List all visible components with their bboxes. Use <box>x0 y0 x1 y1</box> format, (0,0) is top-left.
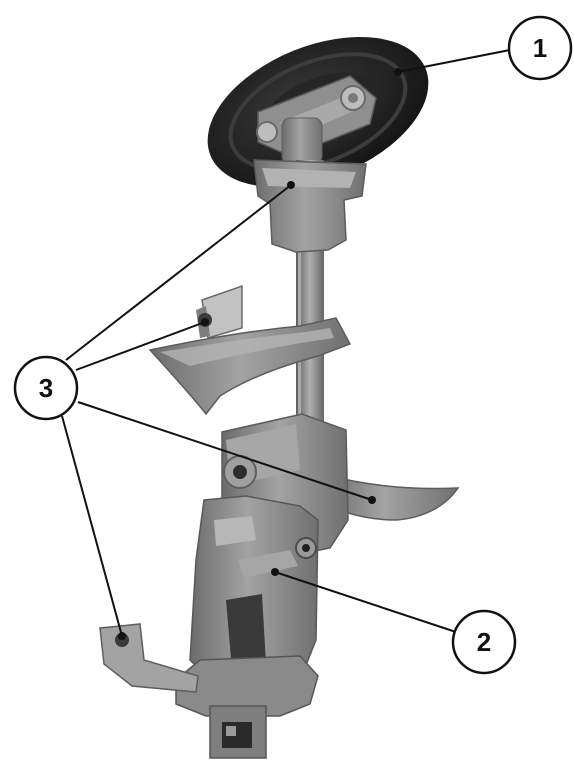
leader-line-3a <box>65 184 292 361</box>
leader-line-3b <box>75 321 206 371</box>
leader-line-2 <box>274 571 463 635</box>
wheel-hub-bracket <box>256 75 377 165</box>
callout-3: 3 <box>13 355 79 421</box>
top-wing-bracket <box>253 159 367 253</box>
leader-dots <box>118 68 402 640</box>
callout-3-label: 3 <box>39 373 53 403</box>
leader-line-1 <box>397 49 511 73</box>
small-tab-upper <box>196 284 243 339</box>
callout-2-label: 2 <box>477 627 491 657</box>
bottom-base <box>175 655 319 759</box>
callout-1-label: 1 <box>533 33 547 63</box>
leader-lines <box>61 49 511 637</box>
clevis-assembly <box>189 495 319 691</box>
callout-1: 1 <box>507 15 573 81</box>
middle-blade <box>148 317 352 416</box>
leader-line-3d <box>61 415 123 637</box>
callout-2: 2 <box>451 609 517 675</box>
lower-blade <box>323 475 460 521</box>
lower-left-hook <box>99 623 199 693</box>
leader-line-3c <box>77 401 373 501</box>
